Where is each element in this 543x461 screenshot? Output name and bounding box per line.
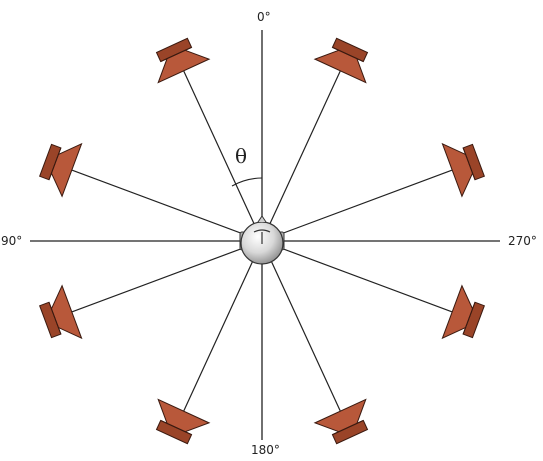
spoke-line: [177, 57, 263, 242]
spoke-line: [261, 164, 466, 242]
spoke-line: [261, 240, 466, 318]
spoke-line: [261, 240, 347, 425]
loudspeaker-icon: [155, 398, 211, 445]
loudspeaker-icon: [313, 37, 369, 84]
theta-arc: [231, 177, 263, 187]
speaker-spokes: [58, 57, 466, 425]
spoke-line: [177, 240, 263, 425]
spoke-line: [58, 240, 263, 318]
loudspeaker-icon: [155, 37, 211, 84]
label-270-deg: 270°: [508, 234, 537, 248]
loudspeaker-icon: [441, 284, 485, 340]
theta-label: θ: [235, 144, 247, 168]
listener-head-icon: [239, 215, 285, 265]
loudspeaker-icon: [39, 142, 83, 198]
loudspeaker-icon: [39, 284, 83, 340]
label-180-deg: 180°: [251, 443, 280, 457]
label-0-deg: 0°: [257, 10, 271, 24]
loudspeaker-icon: [441, 142, 485, 198]
loudspeaker-icon: [313, 398, 369, 445]
spoke-line: [58, 164, 263, 242]
spoke-line: [261, 57, 347, 242]
label-90-deg: 90°: [1, 234, 22, 248]
speakers-group: [39, 37, 485, 445]
